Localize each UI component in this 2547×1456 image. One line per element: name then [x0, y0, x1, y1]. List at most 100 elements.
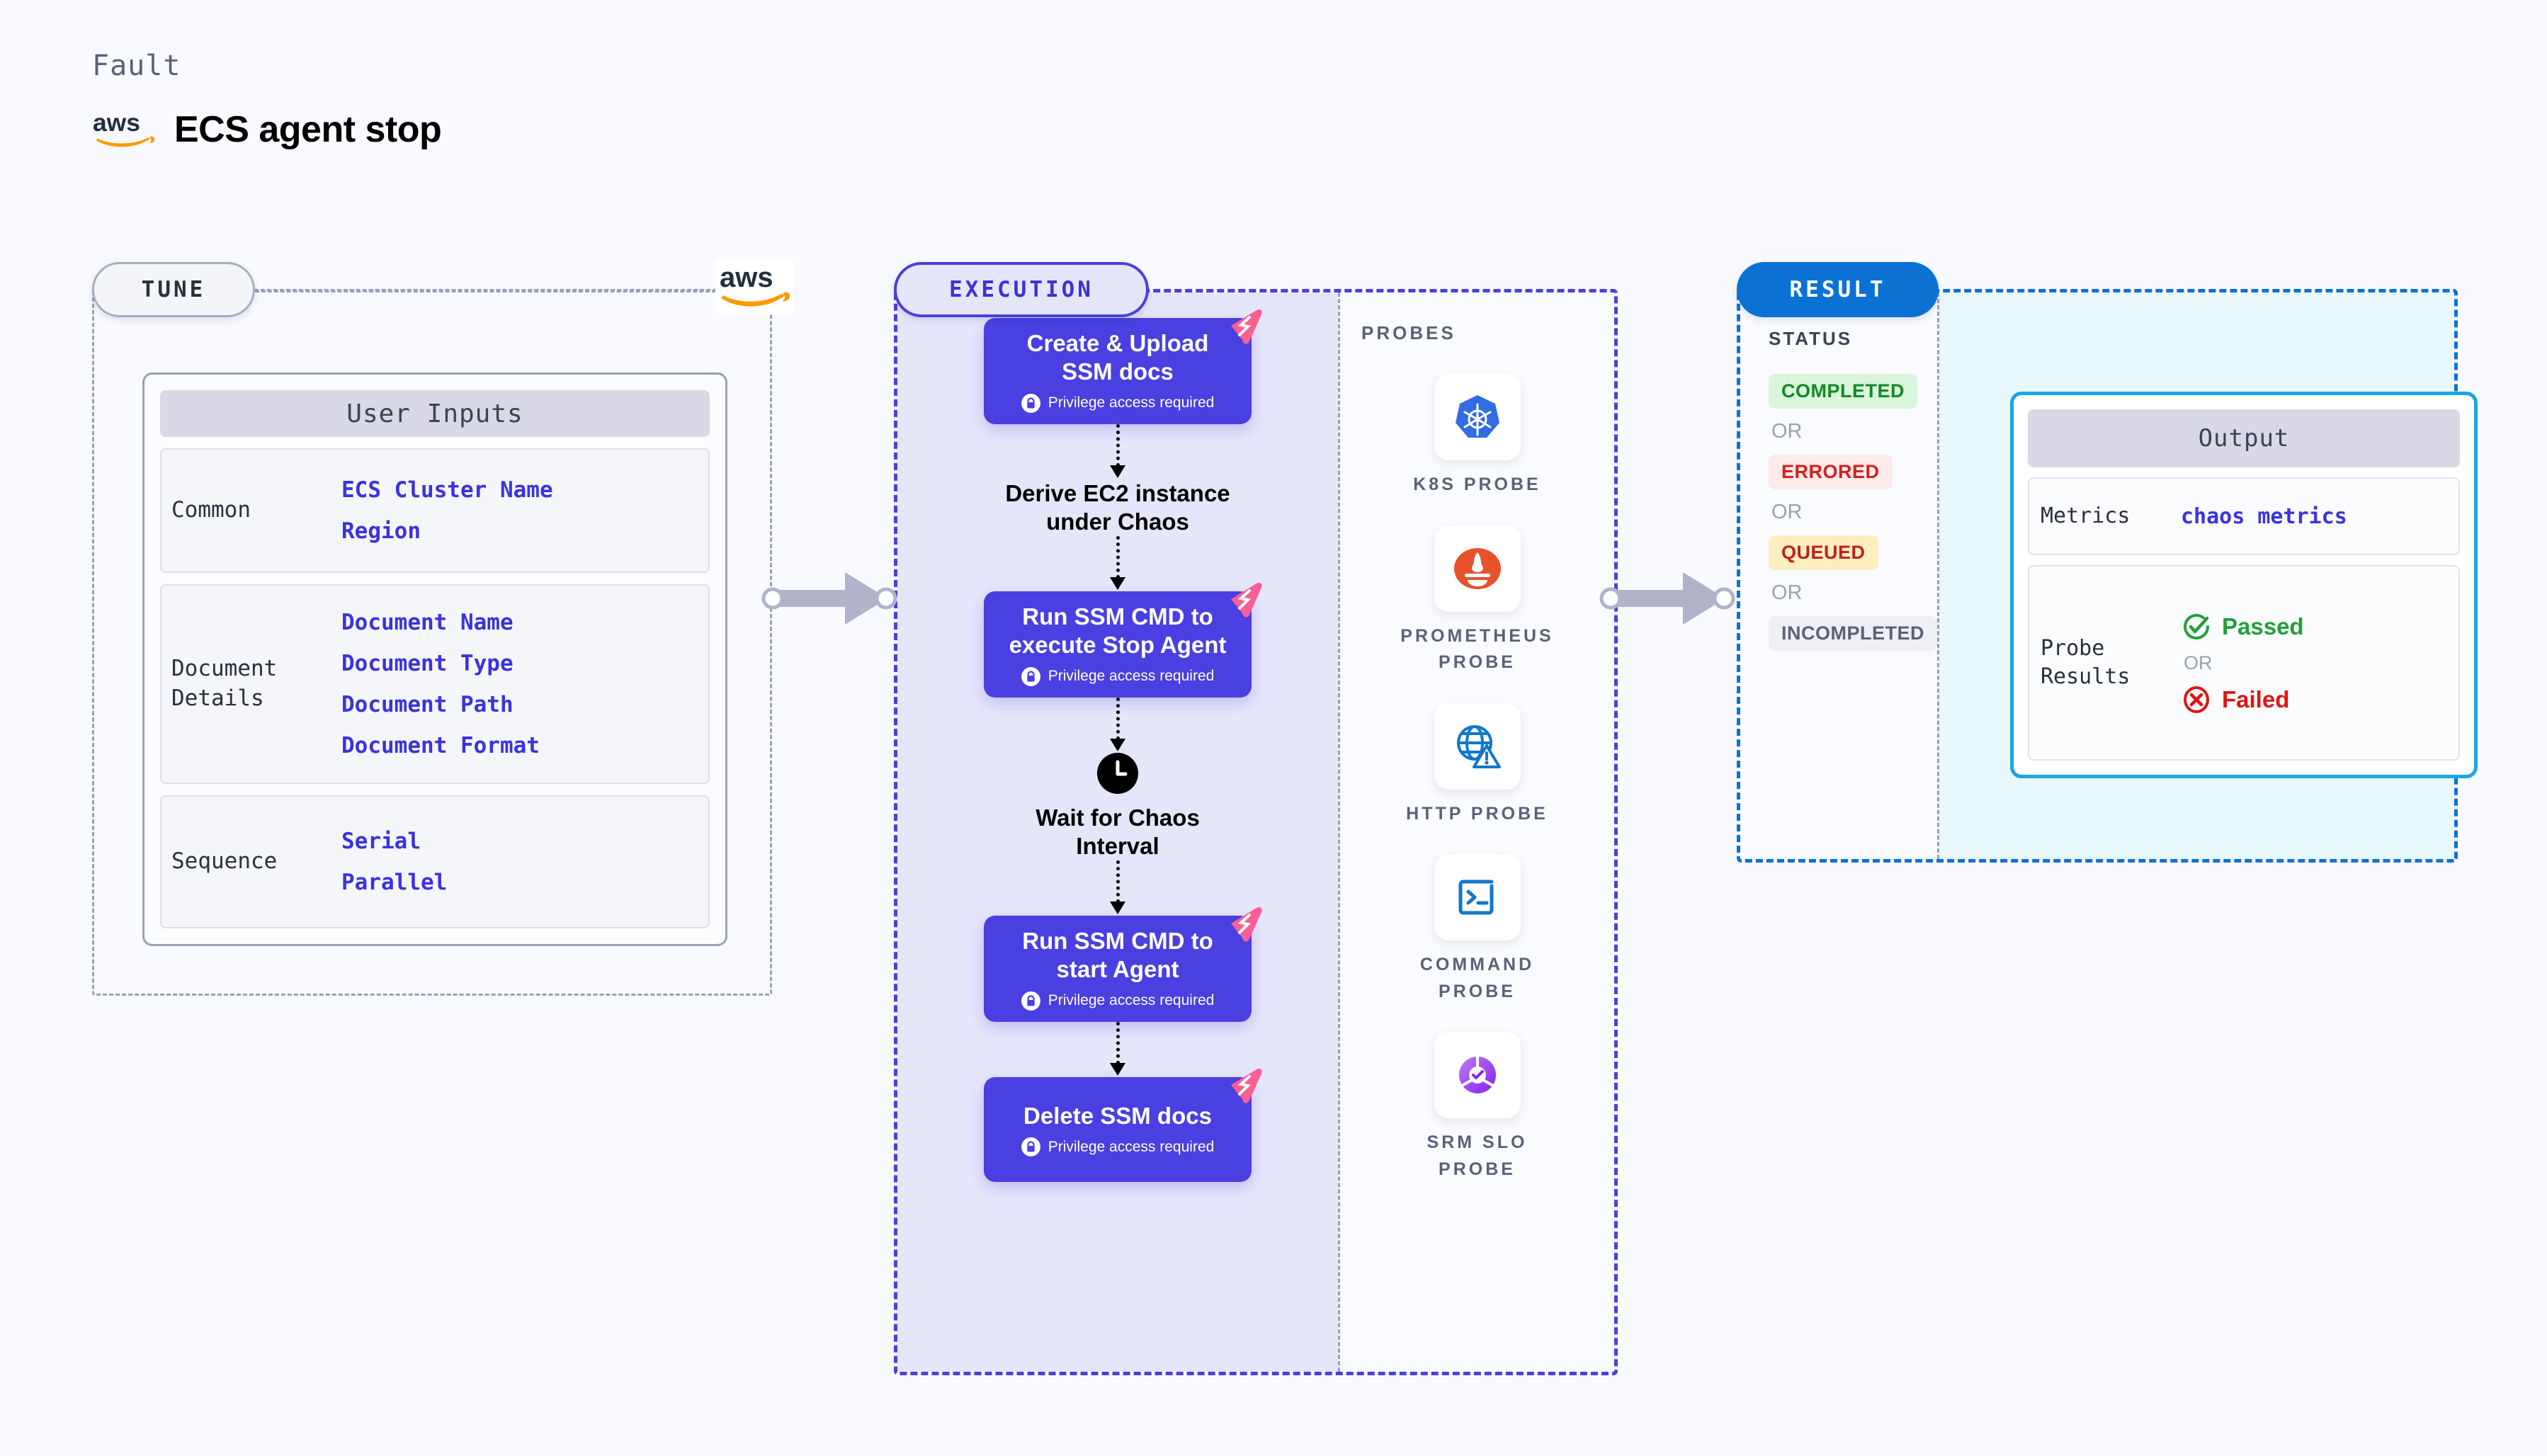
status-badge-completed: COMPLETED	[1769, 374, 1918, 409]
probe-name: COMMAND PROBE	[1419, 955, 1535, 1001]
probe-tile	[1434, 854, 1521, 940]
input-option[interactable]: Document Name	[341, 610, 514, 635]
result-badge[interactable]: RESULT	[1737, 262, 1939, 317]
flow-connector	[1110, 536, 1125, 591]
aws-logo-icon: aws	[93, 108, 155, 147]
metrics-value[interactable]: chaos metrics	[2181, 504, 2347, 529]
probe-tile	[1434, 525, 1521, 612]
probe-result-failed: Failed	[2181, 684, 2304, 715]
flow-node-wait-for-chaos-interval: Wait for Chaos Interval	[1036, 752, 1200, 861]
privilege-text: Privilege access required	[1048, 394, 1215, 411]
flow-node-stack: Create & Upload SSM docs Privilege acces…	[897, 309, 1338, 1182]
execution-flow-column: Create & Upload SSM docs Privilege acces…	[897, 292, 1338, 1372]
privilege-text: Privilege access required	[1048, 668, 1215, 684]
probe-tile	[1434, 374, 1521, 460]
status-badge-errored: ERRORED	[1769, 455, 1893, 489]
flow-node-derive-ec2-instance: Derive EC2 instance under Chaos	[1005, 479, 1230, 537]
terminal-icon	[1458, 880, 1493, 915]
page-header: Fault aws ECS agent stop	[92, 50, 442, 152]
flow-node-run-ssm-cmd-stop-agent[interactable]: Run SSM CMD to execute Stop Agent Privil…	[984, 582, 1262, 698]
or-separator: OR	[2184, 652, 2213, 673]
flow-node-delete-ssm-docs[interactable]: Delete SSM docs Privilege access require…	[984, 1068, 1262, 1182]
execution-section: Create & Upload SSM docs Privilege acces…	[894, 289, 1618, 1375]
chaos-badge-icon	[1231, 309, 1262, 344]
flow-node-run-ssm-cmd-start-agent[interactable]: Run SSM CMD to start Agent Privilege acc…	[984, 906, 1262, 1022]
flow-node-title: Delete SSM docs	[1023, 1102, 1212, 1129]
probe-tile	[1434, 1032, 1521, 1118]
output-row-probe-results: Probe Results Passed OR	[2028, 565, 2460, 761]
flow-node-title: Run SSM CMD to start Agent	[1022, 928, 1213, 983]
svg-text:aws: aws	[93, 108, 140, 137]
probe-results-label: Probe Results	[2041, 635, 2131, 690]
input-option[interactable]: Document Format	[341, 733, 540, 758]
group-label: Document Details	[171, 656, 278, 711]
user-inputs-title: User Inputs	[160, 390, 710, 437]
probe-item-k8s[interactable]: K8S PROBE	[1385, 374, 1570, 499]
group-values: Document Name Document Type Document Pat…	[341, 610, 540, 758]
chaos-badge-icon	[1231, 906, 1262, 942]
svg-text:aws: aws	[720, 262, 773, 293]
input-option[interactable]: ECS Cluster Name	[341, 477, 553, 503]
probe-item-prometheus[interactable]: PROMETHEUS PROBE	[1385, 525, 1570, 676]
failed-label: Failed	[2222, 686, 2290, 712]
tune-badge[interactable]: TUNE	[92, 262, 255, 317]
output-card: Output Metrics chaos metrics Probe Resul…	[2010, 392, 2478, 778]
status-list: COMPLETED OR ERRORED OR QUEUED OR INCOMP…	[1769, 374, 1938, 651]
metrics-label: Metrics	[2041, 503, 2131, 528]
srm-slo-icon	[1458, 1055, 1496, 1093]
prometheus-icon	[1453, 547, 1501, 589]
aws-logo-icon: aws	[715, 258, 793, 314]
flow-node-title: Wait for Chaos Interval	[1036, 804, 1200, 859]
execution-probes-divider	[1338, 292, 1340, 1372]
probe-results-values: Passed OR Failed	[2181, 611, 2304, 715]
status-badge-incompleted: INCOMPLETED	[1769, 616, 1938, 651]
page-title: ECS agent stop	[174, 109, 442, 150]
arrow-right-icon	[761, 572, 897, 625]
result-section: STATUS COMPLETED OR ERRORED OR QUEUED OR…	[1737, 289, 2478, 863]
privilege-text: Privilege access required	[1048, 1138, 1215, 1155]
probe-tile	[1434, 703, 1521, 790]
x-circle-icon	[2184, 686, 2209, 713]
output-row-metrics: Metrics chaos metrics	[2028, 477, 2460, 555]
execution-badge[interactable]: EXECUTION	[894, 262, 1149, 317]
or-separator: OR	[1771, 420, 1803, 443]
flow-connector	[1110, 1021, 1125, 1077]
flow-node-title: Run SSM CMD to execute Stop Agent	[1009, 603, 1227, 659]
probe-name: SRM SLO PROBE	[1426, 1132, 1528, 1179]
probe-item-command[interactable]: COMMAND PROBE	[1385, 854, 1570, 1005]
user-inputs-card: User Inputs Common ECS Cluster Name Regi…	[142, 372, 727, 946]
group-values: ECS Cluster Name Region	[341, 477, 553, 544]
input-option[interactable]: Serial	[341, 829, 421, 854]
probe-name: HTTP PROBE	[1406, 803, 1548, 824]
input-option[interactable]: Parallel	[341, 870, 448, 895]
flow-connector	[1110, 860, 1125, 916]
status-label: STATUS	[1769, 328, 1853, 349]
input-group-sequence: Sequence Serial Parallel	[160, 795, 710, 928]
probe-result-passed: Passed	[2181, 611, 2304, 642]
flow-node-title: Derive EC2 instance under Chaos	[1005, 479, 1230, 535]
group-label: Sequence	[171, 848, 278, 875]
privilege-note: Privilege access required	[1021, 393, 1215, 413]
arrow-right-icon	[1599, 572, 1735, 625]
flow-node-create-upload-ssm-docs[interactable]: Create & Upload SSM docs Privilege acces…	[984, 309, 1262, 424]
flow-connector	[1110, 697, 1125, 753]
probes-column: PROBES	[1340, 292, 1614, 1372]
result-output-divider	[1937, 292, 1939, 859]
probe-name: PROMETHEUS PROBE	[1400, 625, 1554, 673]
privilege-note: Privilege access required	[1021, 666, 1215, 686]
group-values: Serial Parallel	[341, 829, 447, 895]
input-option[interactable]: Document Type	[341, 651, 514, 676]
input-group-document-details: Document Details Document Name Document …	[160, 584, 710, 784]
probe-name: K8S PROBE	[1413, 474, 1541, 494]
tune-aws-connector	[255, 290, 722, 292]
privilege-note: Privilege access required	[1021, 991, 1214, 1011]
lock-icon	[1021, 393, 1040, 413]
check-circle-icon	[2184, 613, 2209, 639]
input-option[interactable]: Document Path	[341, 692, 514, 717]
probe-item-srm-slo[interactable]: SRM SLO PROBE	[1385, 1032, 1570, 1183]
privilege-note: Privilege access required	[1021, 1137, 1215, 1157]
input-option[interactable]: Region	[341, 518, 421, 544]
lock-icon	[1021, 666, 1040, 686]
probe-item-http[interactable]: HTTP PROBE	[1385, 703, 1570, 828]
output-card-title: Output	[2028, 409, 2460, 467]
